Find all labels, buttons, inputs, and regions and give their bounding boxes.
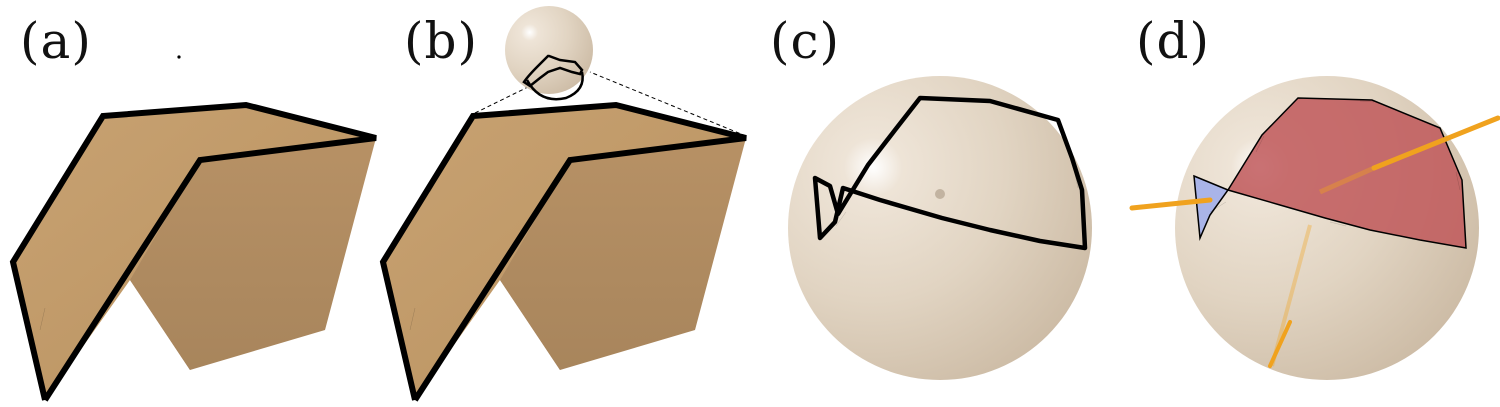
arrow-marker bbox=[479, 277, 493, 299]
small-dot bbox=[177, 55, 181, 59]
arrow-marker bbox=[175, 109, 199, 113]
region-red bbox=[1226, 97, 1467, 249]
axis-back bbox=[1270, 224, 1312, 367]
arrow-marker bbox=[955, 221, 973, 227]
gauss-sphere-small bbox=[505, 6, 593, 94]
projection-line-left bbox=[474, 85, 531, 114]
box-boundary-curve bbox=[379, 101, 747, 402]
sphere-center-dot bbox=[935, 189, 945, 199]
panel-label-b: (b) bbox=[404, 12, 479, 70]
arrow-marker bbox=[647, 115, 671, 122]
gauss-sphere-c bbox=[788, 76, 1092, 380]
axis-orange-bottom bbox=[1268, 320, 1292, 368]
axis-orange-right bbox=[1371, 115, 1500, 171]
box-boundary-curve bbox=[9, 101, 377, 402]
arrow-marker bbox=[875, 137, 887, 153]
panel-label-a: (a) bbox=[20, 12, 92, 70]
projection-line-right bbox=[589, 71, 747, 137]
axis-orange-right-faded bbox=[1318, 165, 1376, 195]
arrow-marker bbox=[835, 211, 847, 227]
box-flap-face bbox=[13, 105, 376, 400]
arrow-marker bbox=[1209, 201, 1227, 213]
arrow-marker bbox=[1455, 171, 1461, 191]
arrow-marker bbox=[1359, 100, 1375, 103]
box-diagram-a bbox=[9, 101, 377, 402]
box-front-face bbox=[500, 138, 746, 370]
arrow-marker bbox=[429, 169, 443, 193]
box-diagram-b bbox=[379, 101, 747, 402]
gauss-sphere-d bbox=[1129, 76, 1500, 380]
sphere-curve-small bbox=[522, 54, 584, 88]
arrow-marker bbox=[1073, 169, 1079, 189]
arrow-marker bbox=[979, 100, 997, 103]
gauss-image-curve bbox=[812, 95, 1088, 251]
panel-label-c: (c) bbox=[770, 12, 841, 70]
arrow-marker bbox=[409, 307, 416, 331]
sphere-curve-small-loop bbox=[525, 71, 584, 101]
arrow-marker bbox=[39, 307, 46, 331]
arrow-marker bbox=[545, 109, 569, 113]
axis-orange-left bbox=[1129, 197, 1213, 211]
arrow-marker bbox=[59, 169, 73, 193]
arrow-marker bbox=[1329, 221, 1347, 227]
box-front-face bbox=[130, 138, 376, 370]
arrow-marker bbox=[651, 147, 675, 151]
arrow-marker bbox=[281, 147, 305, 151]
arrow-marker bbox=[1255, 135, 1265, 153]
arrow-marker bbox=[109, 277, 123, 299]
region-blue bbox=[1193, 174, 1230, 241]
box-flap-face bbox=[383, 105, 746, 400]
panel-label-d: (d) bbox=[1136, 12, 1211, 70]
arrow-marker bbox=[277, 115, 301, 122]
